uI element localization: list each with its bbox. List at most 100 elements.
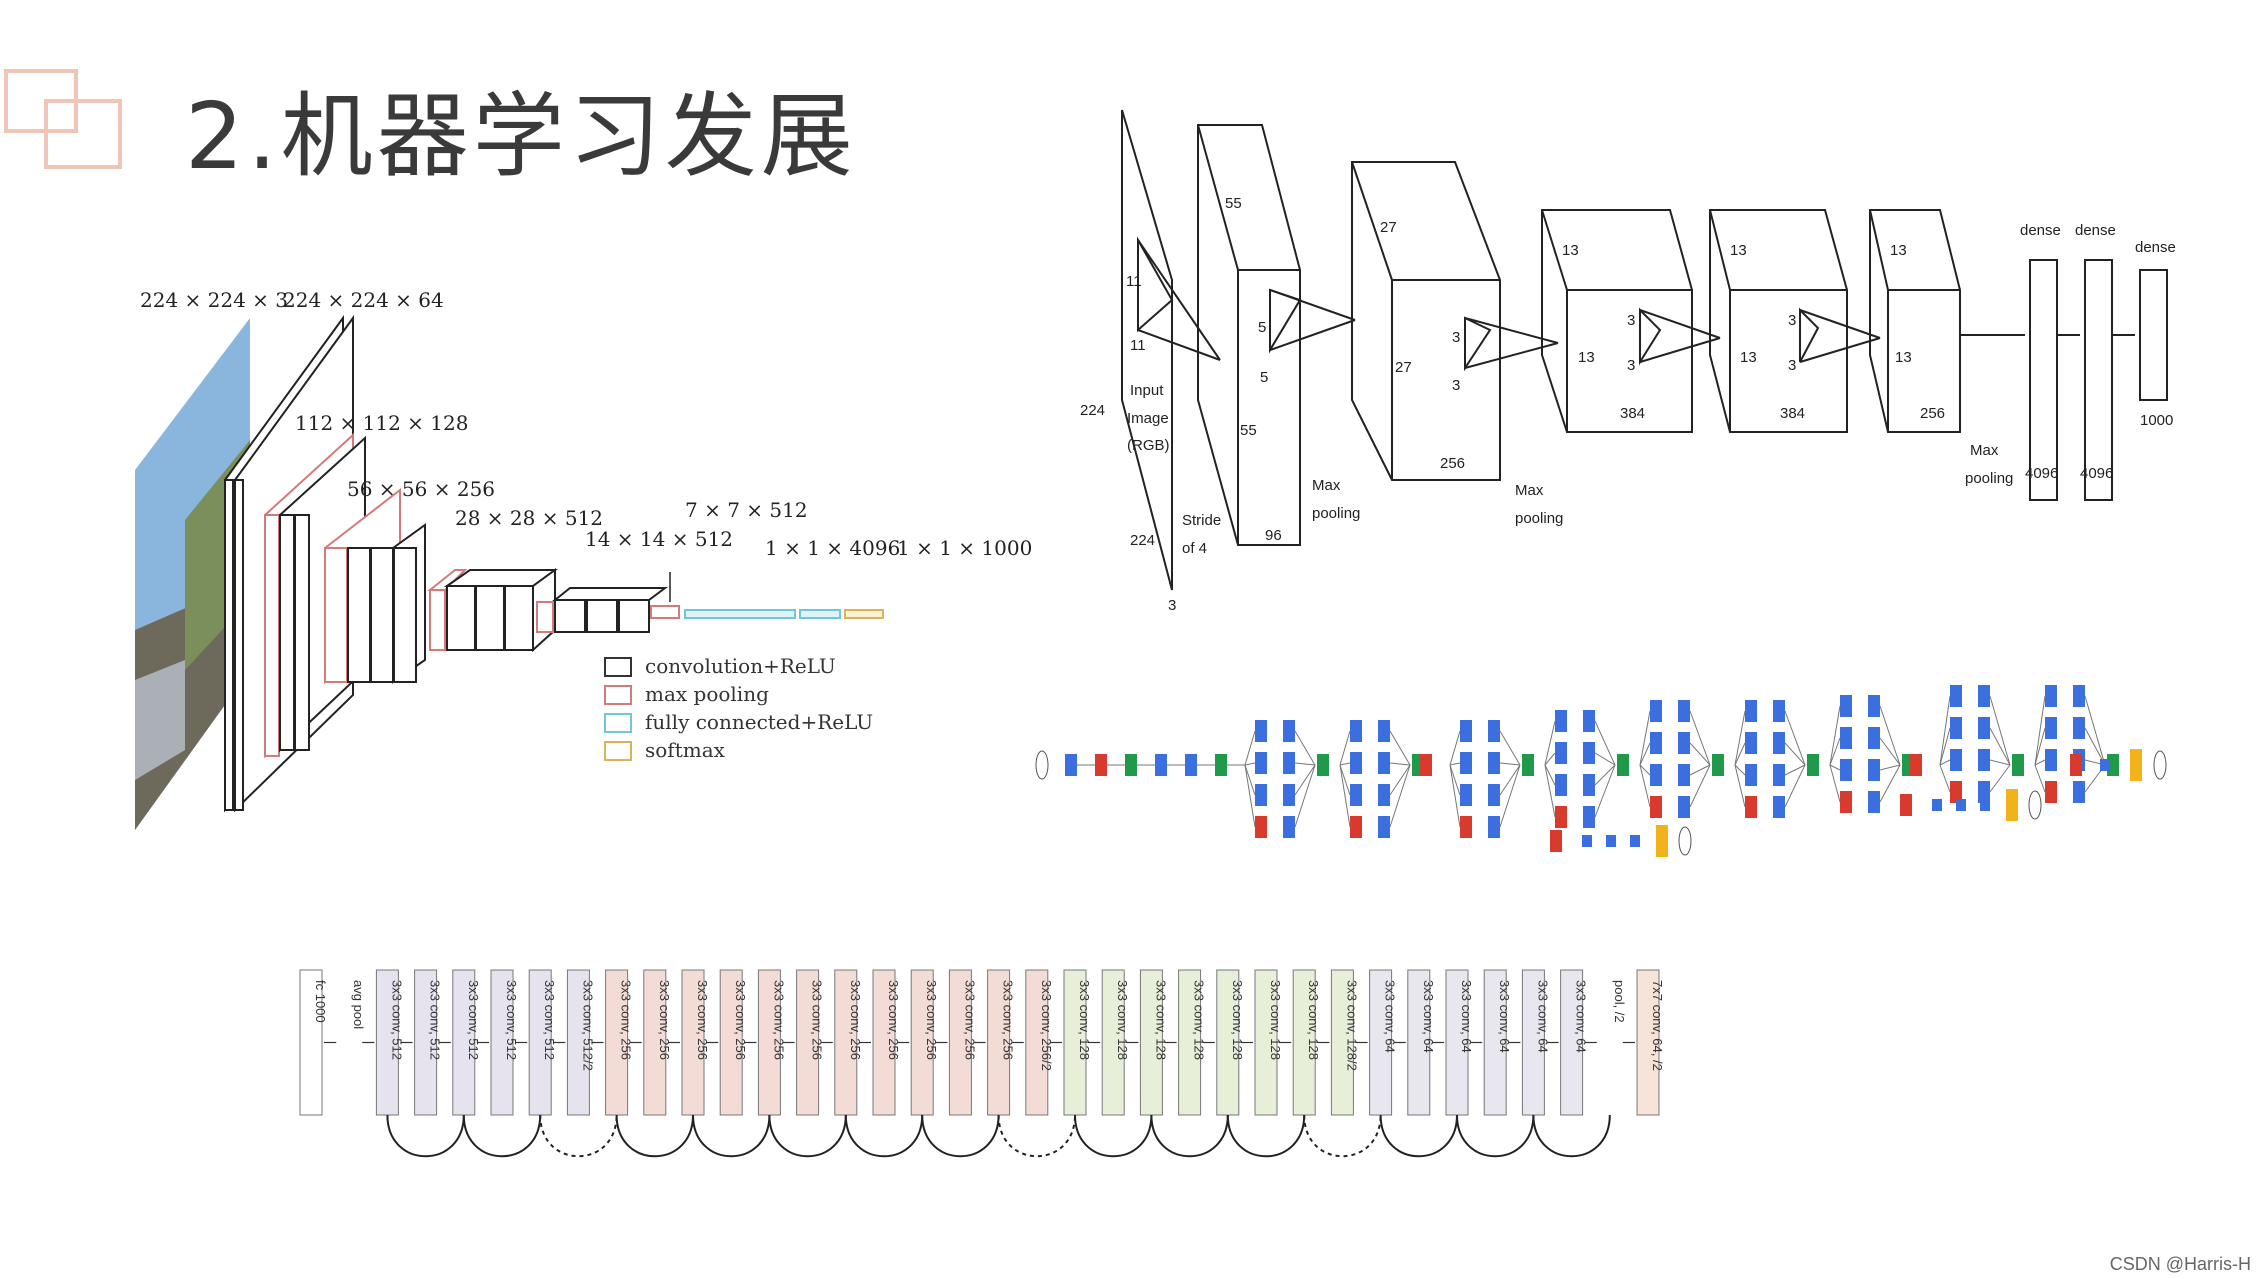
connector — [2034, 727, 2046, 766]
kernel-label: 5 — [1258, 319, 1266, 336]
legend-swatch — [604, 713, 632, 733]
connector — [1879, 764, 1901, 771]
connector — [1784, 764, 1806, 808]
resnet-block-label: 3x3 conv, 128 — [1153, 980, 1168, 1060]
resnet-block — [643, 969, 667, 1116]
shape-label: 56 × 56 × 256 — [347, 477, 495, 501]
kernel-label: 3 — [1788, 312, 1796, 329]
kernel-label: 3 — [1452, 329, 1460, 346]
pool-label: Max — [1312, 477, 1341, 494]
layer-box — [1868, 791, 1880, 813]
resnet-block-label: 3x3 conv, 128 — [1192, 980, 1207, 1060]
skip-connection — [462, 1114, 542, 1158]
layer-box — [2130, 749, 2142, 781]
slide-title: 2.机器学习发展 — [185, 83, 857, 190]
resnet-block — [490, 969, 514, 1116]
shape-label: 1 × 1 × 4096 — [765, 536, 900, 560]
resnet-block-label: 3x3 conv, 128 — [1077, 980, 1092, 1060]
connector — [1544, 720, 1556, 766]
resnet-block-label: 3x3 conv, 512 — [428, 980, 443, 1060]
resnet-block-label: 3x3 conv, 64 — [1497, 980, 1512, 1053]
conv-layer-3 — [1541, 209, 1693, 433]
resnet-block-label: 3x3 conv, 64 — [1459, 980, 1474, 1053]
connector — [1449, 762, 1461, 766]
dense-size: 4096 — [2025, 465, 2058, 482]
layer-box — [1678, 700, 1690, 722]
layer-box — [1900, 794, 1912, 816]
shape-label: 28 × 28 × 512 — [455, 506, 603, 530]
resnet-block-label: fc 1000 — [313, 980, 328, 1023]
connector — [1639, 764, 1651, 776]
layer-box — [1255, 720, 1267, 742]
layer-box — [1630, 835, 1640, 847]
output-node — [2153, 750, 2167, 780]
resnet-block — [719, 969, 743, 1116]
layer-box — [2070, 754, 2082, 776]
dim-label: 27 — [1395, 359, 1412, 376]
skip-connection — [615, 1114, 694, 1158]
skip-connection — [1456, 1114, 1535, 1158]
layer-box — [1868, 695, 1880, 717]
connector — [1294, 764, 1316, 828]
pool-label: pooling — [1312, 505, 1360, 522]
resnet-block-label: 3x3 conv, 128 — [1306, 980, 1321, 1060]
layer-box — [1910, 754, 1922, 776]
dim-label: 27 — [1380, 219, 1397, 236]
dense-layer-2 — [2084, 259, 2113, 501]
shape-label: 7 × 7 × 512 — [685, 498, 808, 522]
skip-connection — [1074, 1114, 1153, 1158]
layer-box — [1745, 732, 1757, 754]
resnet-block — [1101, 969, 1125, 1116]
layer-box — [1650, 732, 1662, 754]
connector — [1544, 764, 1556, 786]
conv-layer-1 — [1197, 124, 1301, 546]
connector — [1339, 764, 1351, 828]
dense-label: dense — [2075, 222, 2116, 239]
watermark: CSDN @Harris-H — [2109, 1254, 2251, 1274]
connector — [1689, 710, 1711, 766]
layer-box — [1378, 720, 1390, 742]
connector — [1389, 762, 1411, 766]
connector — [1639, 742, 1651, 766]
kernel-label: 3 — [1627, 312, 1635, 329]
conv-layer-4 — [1709, 209, 1848, 433]
kernel-label: 11 — [1130, 337, 1146, 354]
connector — [1734, 710, 1746, 766]
layer-box — [1745, 796, 1757, 818]
connector — [1689, 764, 1711, 776]
layer-box — [1155, 754, 1167, 776]
skip-connection — [1150, 1114, 1229, 1158]
resnet-block — [566, 969, 590, 1116]
connector — [1244, 764, 1256, 828]
connector — [1689, 764, 1711, 808]
aux-output-node — [1678, 826, 1692, 856]
layer-box — [1125, 754, 1137, 776]
layer-box — [2073, 685, 2085, 707]
connector — [1449, 764, 1461, 828]
connector — [2034, 695, 2046, 766]
layer-box — [1956, 799, 1966, 811]
skip-connection — [692, 1114, 771, 1158]
resnet-block-label: 3x3 conv, 512 — [389, 980, 404, 1060]
layer-box — [1550, 830, 1562, 852]
layer-box — [1255, 816, 1267, 838]
layer-box — [1868, 759, 1880, 781]
googlenet-diagram — [1035, 685, 2167, 857]
skip-connection — [1226, 1114, 1306, 1158]
pool-label: Max — [1970, 442, 1999, 459]
dim-label: 13 — [1740, 349, 1757, 366]
connector — [1594, 764, 1616, 786]
layer-box — [1555, 806, 1567, 828]
layer-box — [1350, 784, 1362, 806]
layer-box — [2045, 749, 2057, 771]
resnet-block-label: 3x3 conv, 512/2 — [580, 980, 595, 1071]
resnet-block-label: 3x3 conv, 128 — [1230, 980, 1245, 1060]
layer-box — [2012, 754, 2024, 776]
dim-label: 13 — [1895, 349, 1912, 366]
layer-box — [1678, 732, 1690, 754]
layer-box — [1950, 717, 1962, 739]
layer-box — [1617, 754, 1629, 776]
skip-connection — [1303, 1114, 1382, 1158]
connector — [1389, 730, 1411, 766]
resnet-block — [1560, 969, 1584, 1116]
